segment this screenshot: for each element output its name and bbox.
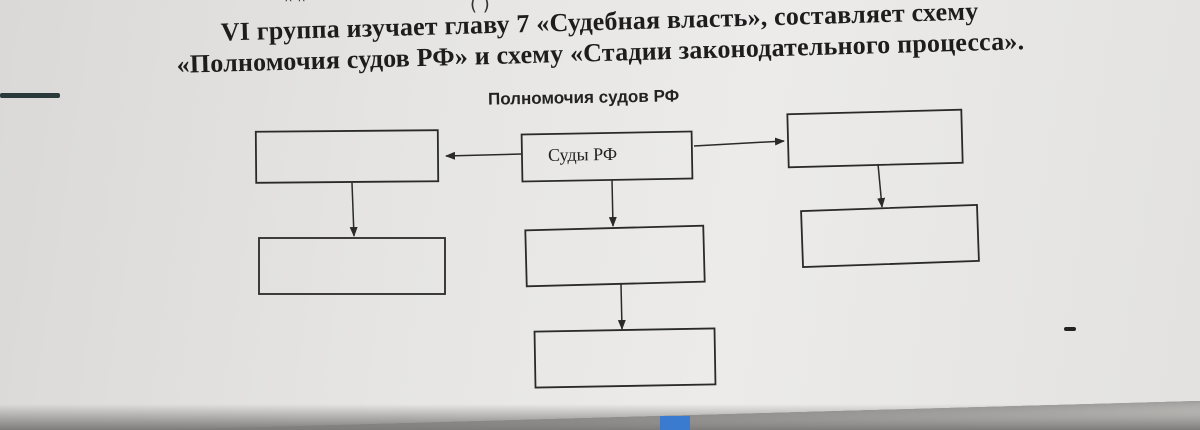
margin-mark (0, 93, 60, 98)
arrow-to-right-top (693, 137, 785, 147)
box-center-middle (524, 224, 706, 288)
handwritten-mark: ᵔ ᵔ (285, 0, 306, 15)
ink-dot (1064, 327, 1076, 331)
box-courts-rf-label: Суды РФ (548, 144, 617, 165)
box-courts-rf (520, 130, 694, 183)
box-right-bottom (800, 204, 980, 268)
box-right-top (786, 108, 964, 169)
arrow-left-down (349, 182, 358, 237)
arrow-to-left-top (445, 151, 523, 160)
box-left-top (254, 129, 440, 184)
handwritten-mark: ( ) (470, 0, 490, 15)
box-left-bottom (258, 237, 446, 295)
desk-edge-shadow (0, 404, 1200, 430)
arrow-center-down (608, 179, 617, 227)
box-center-bottom (533, 327, 717, 389)
blue-object-edge (660, 416, 690, 430)
arrow-center-down-2 (617, 283, 626, 330)
arrow-right-down (877, 163, 886, 208)
